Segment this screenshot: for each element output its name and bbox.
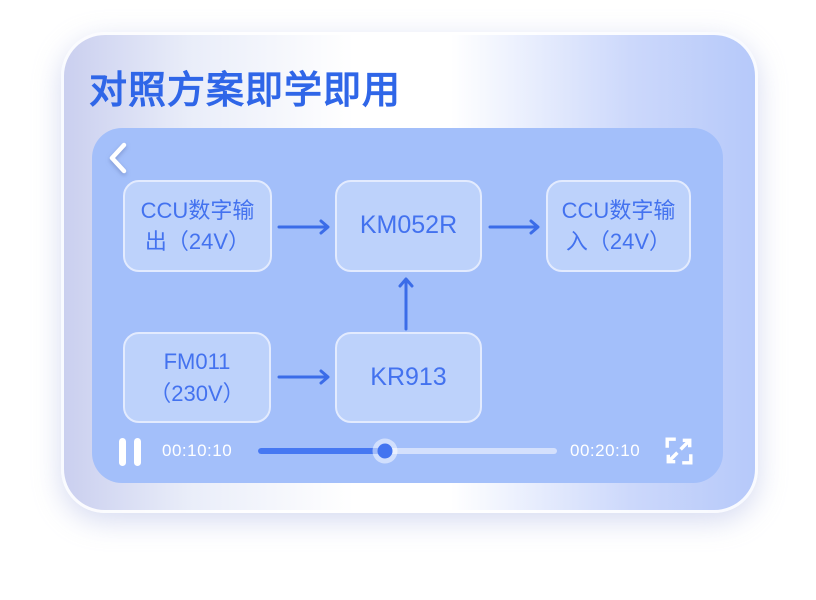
diagram-node-ccu-digital-input: CCU数字输 入（24V） <box>546 180 691 272</box>
node-label: CCU数字输 出（24V） <box>140 197 255 254</box>
progress-slider[interactable] <box>258 443 557 459</box>
slider-fill <box>258 448 386 454</box>
diagram-node-km052r: KM052R <box>335 180 482 272</box>
player-controls: 00:10:10 00:20:10 <box>92 421 723 483</box>
node-label: FM011 （230V） <box>149 349 245 406</box>
arrow-kr913-to-km052r <box>398 277 414 331</box>
pause-bar <box>119 438 126 466</box>
node-label: KR913 <box>370 362 447 391</box>
arrow-ccu-output-to-km052r <box>277 219 330 235</box>
pause-button[interactable] <box>119 438 145 466</box>
current-time: 00:10:10 <box>162 441 233 460</box>
diagram-node-kr913: KR913 <box>335 332 482 423</box>
diagram-node-ccu-digital-output: CCU数字输 出（24V） <box>123 180 272 272</box>
node-label: CCU数字输 入（24V） <box>561 197 676 254</box>
fullscreen-icon[interactable] <box>664 436 694 466</box>
video-player-panel: CCU数字输 出（24V） KM052R CCU数字输 入（24V） FM011… <box>92 128 723 483</box>
lesson-card: 对照方案即学即用 CCU数字输 出（24V） KM052R CCU数字输 入（2… <box>61 32 758 513</box>
arrow-fm011-to-kr913 <box>277 369 330 385</box>
node-label: KM052R <box>359 211 458 240</box>
page-title: 对照方案即学即用 <box>89 70 402 112</box>
duration-time: 00:20:10 <box>570 441 641 460</box>
pause-bar <box>134 438 141 466</box>
diagram-node-fm011: FM011 （230V） <box>123 332 271 423</box>
arrow-km052r-to-ccu-input <box>488 219 540 235</box>
slider-thumb[interactable] <box>377 443 393 459</box>
back-icon[interactable] <box>106 140 132 176</box>
